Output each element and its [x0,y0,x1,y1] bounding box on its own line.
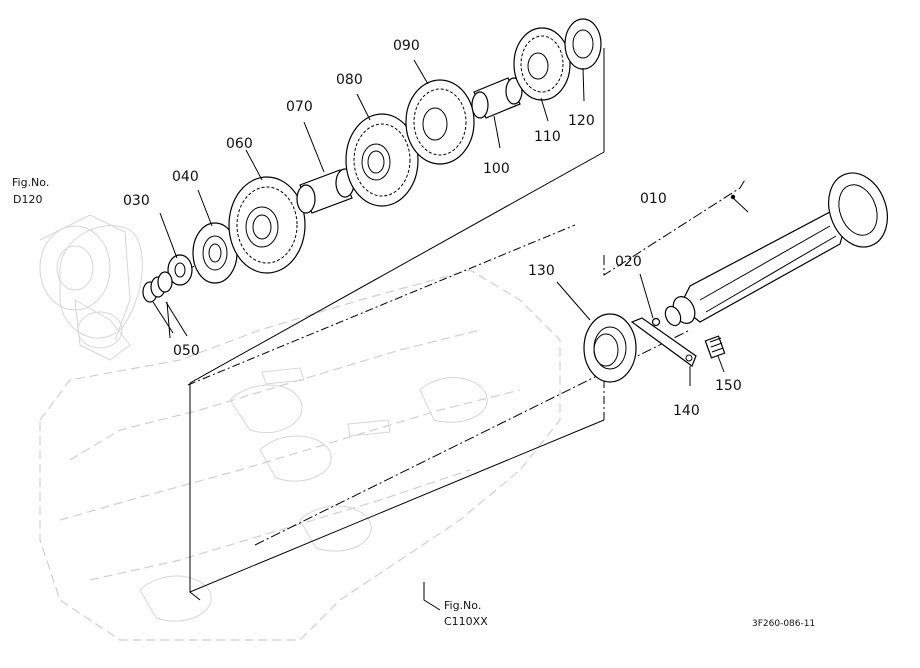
housing-ghost-outline [39,225,561,641]
leader-lines [152,59,749,611]
drawing-code: 3F260-086-11 [752,619,815,629]
label-090: 090 [393,38,420,54]
label-030: 030 [123,193,150,209]
label-040: 040 [172,169,199,185]
sleeve-070 [296,168,355,214]
label-140: 140 [673,403,700,419]
label-100: 100 [483,161,510,177]
main-shaft [664,172,888,327]
label-070: 070 [286,99,313,115]
label-020: 020 [615,254,642,270]
thrust-washer [564,18,602,70]
gear-060 [228,176,306,274]
label-060: 060 [226,136,253,152]
gear-110 [513,27,571,101]
ref-bottom-prefix: Fig.No. [444,599,481,612]
ref-left-prefix: Fig.No. [12,176,49,189]
label-110: 110 [534,129,561,145]
collar-set [142,271,173,303]
pin-part [651,317,661,327]
ref-left-code: D120 [13,193,42,206]
label-120: 120 [568,113,595,129]
label-150: 150 [715,378,742,394]
label-080: 080 [336,72,363,88]
assembly-frame [187,48,605,601]
bolt-150 [704,335,726,359]
left-housing-ghost [39,214,131,349]
lock-nut [167,254,193,286]
label-130: 130 [528,263,555,279]
gear-080 [345,113,419,207]
ref-bottom-code: C110XX [444,615,488,628]
retainer-plate [630,317,697,367]
shaft-ref-dot [730,194,736,200]
label-050: 050 [173,343,200,359]
label-010: 010 [640,191,667,207]
bearing-130 [583,313,637,383]
gear-090 [405,79,475,165]
sleeve-100 [471,77,523,119]
